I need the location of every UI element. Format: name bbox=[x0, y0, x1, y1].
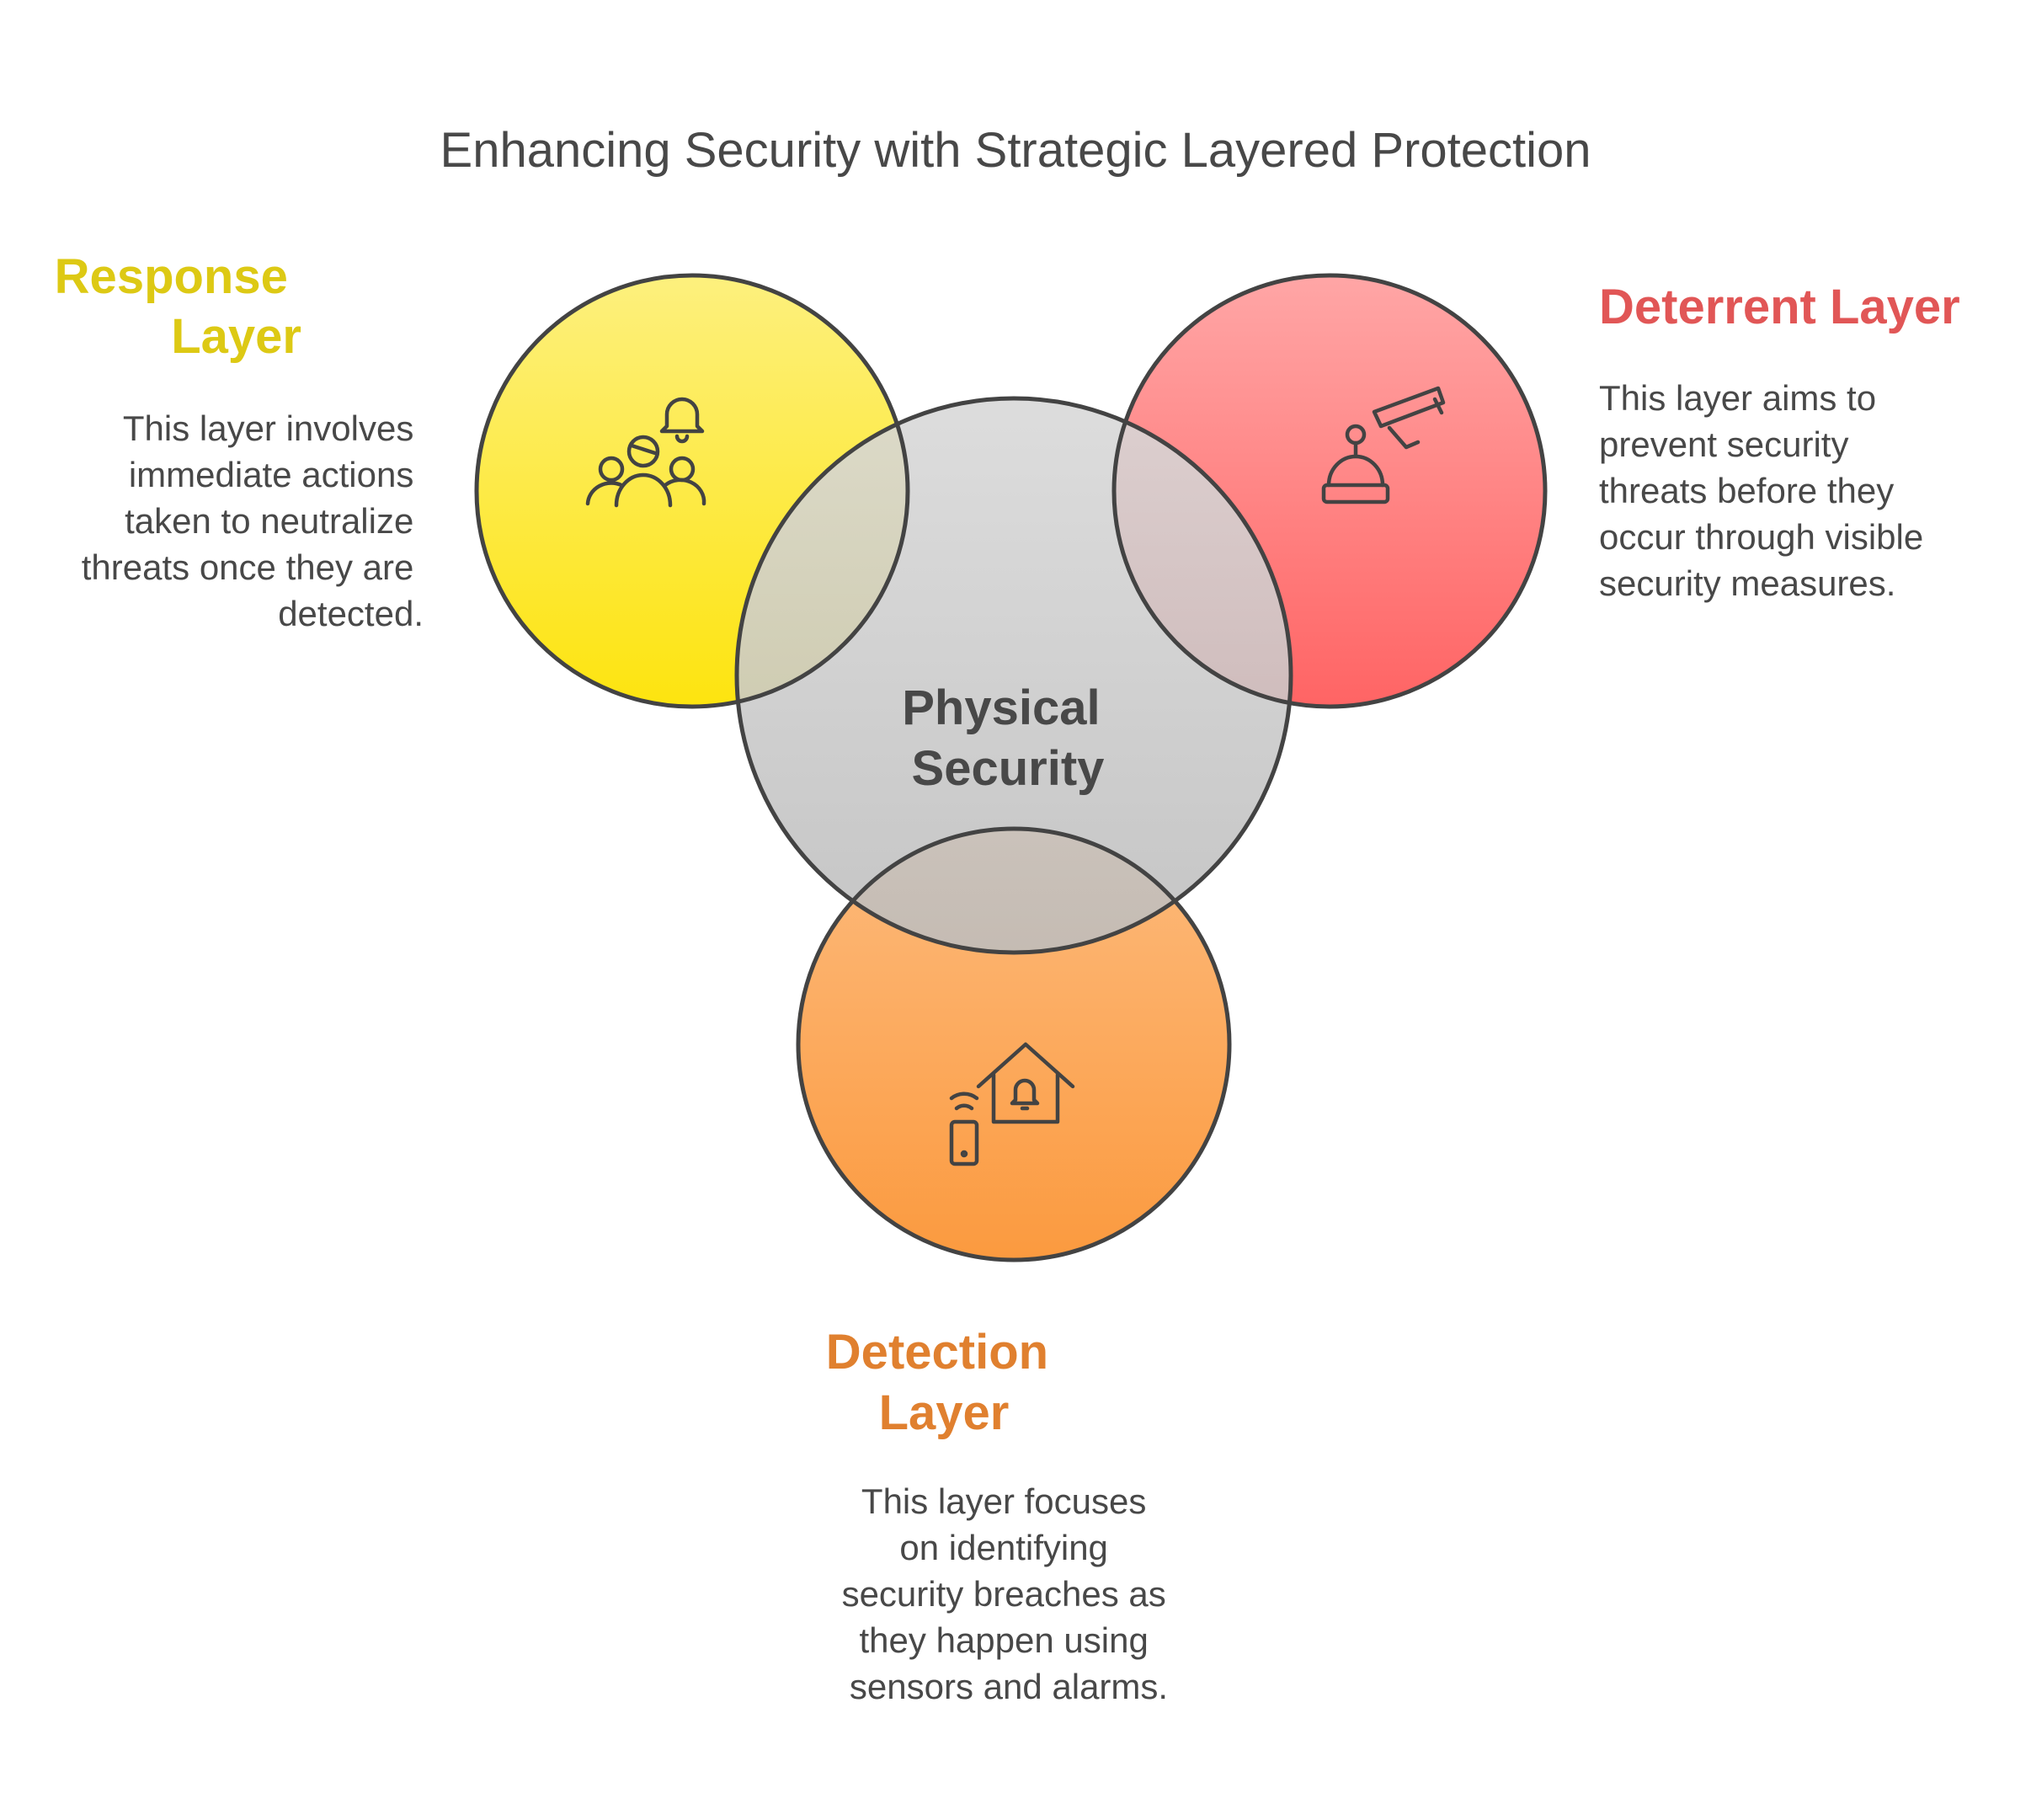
deterrent-desc-line-2: prevent security bbox=[1599, 424, 1848, 464]
detection-layer-outline bbox=[796, 826, 1232, 1262]
response-heading-line-1: Response bbox=[55, 249, 288, 304]
detection-heading-line-2: Layer bbox=[879, 1385, 1010, 1440]
deterrent-layer-outline bbox=[1111, 273, 1548, 709]
detection-layer-circle bbox=[798, 829, 1229, 1260]
response-desc-line-5: detected. bbox=[278, 594, 424, 633]
center-label-line-2: Security bbox=[912, 741, 1105, 796]
detection-desc-line-2: on identifying bbox=[899, 1528, 1108, 1567]
response-heading-line-2: Layer bbox=[171, 309, 301, 364]
response-desc-line-1: This layer involves bbox=[123, 408, 413, 448]
deterrent-heading-line-1: Deterrent Layer bbox=[1599, 280, 1960, 334]
diagram-title: Enhancing Security with Strategic Layere… bbox=[440, 123, 1591, 178]
detection-layer-heading: Detection Layer bbox=[826, 1325, 1062, 1440]
response-desc-line-2: immediate actions bbox=[129, 455, 413, 494]
deterrent-desc-line-5: security measures. bbox=[1599, 563, 1895, 603]
response-layer-heading: Response Layer bbox=[55, 249, 301, 364]
deterrent-desc-line-1: This layer aims to bbox=[1599, 378, 1876, 418]
response-desc-line-4: threats once they are bbox=[82, 547, 414, 587]
detection-desc-line-1: This layer focuses bbox=[861, 1481, 1146, 1521]
center-label-line-1: Physical bbox=[902, 680, 1100, 735]
detection-heading-line-1: Detection bbox=[826, 1325, 1048, 1380]
security-camera-icon bbox=[1321, 386, 1446, 504]
detection-desc-line-4: they happen using bbox=[860, 1620, 1149, 1660]
home-alarm-icon bbox=[949, 1042, 1075, 1166]
physical-security-outline bbox=[734, 396, 1293, 955]
physical-security-circle bbox=[737, 398, 1291, 953]
response-layer-description: This layer involves immediate actions ta… bbox=[82, 408, 424, 633]
deterrent-layer-heading: Deterrent Layer bbox=[1599, 280, 1960, 334]
deterrent-layer-description: This layer aims to prevent security thre… bbox=[1599, 378, 1933, 603]
people-alert-icon bbox=[585, 397, 706, 508]
response-desc-line-3: taken to neutralize bbox=[125, 501, 413, 541]
deterrent-desc-line-4: occur through visible bbox=[1599, 517, 1923, 557]
detection-layer-description: This layer focuses on identifying securi… bbox=[842, 1481, 1176, 1706]
deterrent-desc-line-3: threats before they bbox=[1599, 471, 1894, 510]
response-layer-outline bbox=[474, 273, 910, 709]
center-label: Physical Security bbox=[902, 680, 1114, 796]
detection-desc-line-5: sensors and alarms. bbox=[850, 1667, 1168, 1706]
detection-desc-line-3: security breaches as bbox=[842, 1574, 1166, 1614]
